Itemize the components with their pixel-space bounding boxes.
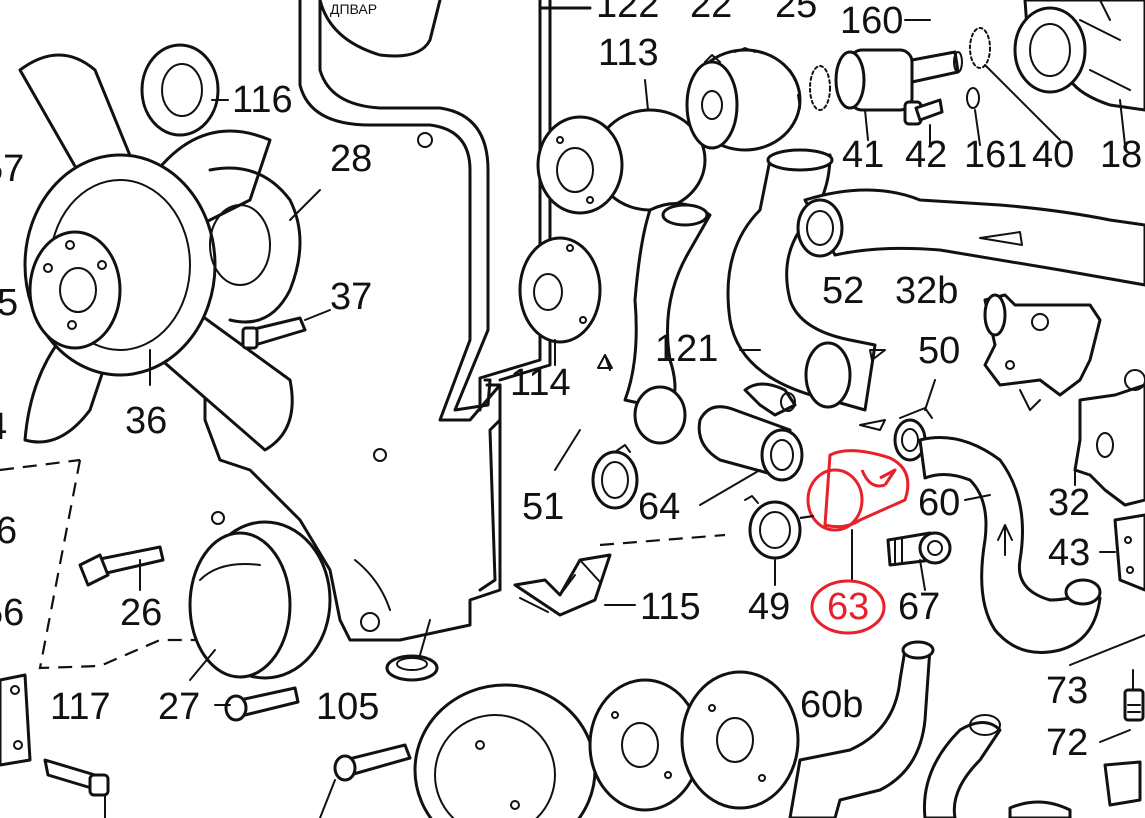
washer-116 [140,43,220,137]
bolt-26 [78,545,165,587]
hose-lower-right [922,714,1002,818]
hose-121 [726,148,886,412]
callout-32: 32 [1048,482,1091,524]
pulley-lower-right [680,670,800,810]
callout-114: 114 [510,362,571,404]
callout-22: 22 [690,0,733,26]
callout-116: 116 [232,79,293,121]
hose-far-bottom [1008,800,1072,818]
callout-36: 36 [125,400,168,442]
callout-40: 40 [1032,134,1075,176]
callout-63: 63 [827,586,870,628]
elbow-fitting [743,382,797,417]
callout-27: 27 [158,686,201,728]
callout-49: 49 [748,586,791,628]
tensioner-41 [809,27,991,112]
pipe-114 [597,202,712,445]
camshaft-sprocket-22 [685,47,802,152]
callout-26: 26 [120,592,163,634]
callout-37: 37 [330,276,373,318]
callout-72: 72 [1046,722,1089,764]
callout-117: 117 [50,686,111,728]
callout-161: 161 [964,134,1028,176]
callout-73: 73 [1046,670,1089,712]
bolt-lower-left [43,758,110,797]
svg-text:ДПВАР: ДПВАР [330,1,377,17]
callout-57: 57 [0,148,25,190]
hose-60 [859,419,1102,654]
callout-63-ring [810,579,886,635]
radiator-fan [18,53,302,452]
hose-52 [796,188,1145,287]
callout-41: 41 [842,134,885,176]
callout-122: 122 [596,0,660,26]
callout-28: 28 [330,138,373,180]
callout-50: 50 [918,330,961,372]
callout-18: 18 [1100,134,1143,176]
callout-64: 64 [638,486,681,528]
callout-60b: 60b [800,684,864,726]
pipe-67 [886,531,952,567]
hose-clamp-51 [591,444,639,510]
callout-43: 43 [1048,532,1091,574]
idler-pulley-114 [518,236,602,344]
gasket-43 [1113,513,1145,592]
pulley-117 [188,520,332,680]
callout-121: 121 [655,328,719,370]
callout-51: 51 [522,486,565,528]
thermostat-32 [1073,369,1145,507]
callout-113: 113 [598,32,659,74]
callout-115: 115 [640,586,701,628]
plug-105 [385,654,439,682]
callout-25: 25 [775,0,818,26]
callout-6: 6 [0,510,18,552]
bolt-42 [903,98,944,126]
temperature-sensor-72 [1103,688,1145,807]
washer-161 [966,87,980,109]
callout-160: 160 [840,0,904,42]
hose-clamp-49 [744,495,802,560]
bolt-27 [224,686,300,722]
callout-67: 67 [898,586,941,628]
callout-52: 52 [822,270,865,312]
dashed-reference-lines [0,458,821,670]
callout-60: 60 [918,482,961,524]
thermostat-32b [983,293,1102,411]
callout-42: 42 [905,134,948,176]
idler-pulley-113 [536,108,707,215]
callout-4: 4 [0,408,7,446]
bolt-lower-center [333,743,412,782]
crankshaft-pulley [413,683,597,818]
bracket-56 [0,673,32,767]
bolt-37 [241,316,307,350]
hose-60b [788,640,935,818]
water-pump-18 [1013,0,1145,112]
callout-56: 56 [0,592,25,634]
hose-63-highlighted [806,449,910,532]
callout-32b: 32b [895,270,959,312]
callout-105: 105 [316,686,380,728]
callout-5: 5 [0,282,19,324]
hose-64 [697,405,804,482]
leader-lines [104,19,1145,818]
bracket-115 [513,553,612,617]
